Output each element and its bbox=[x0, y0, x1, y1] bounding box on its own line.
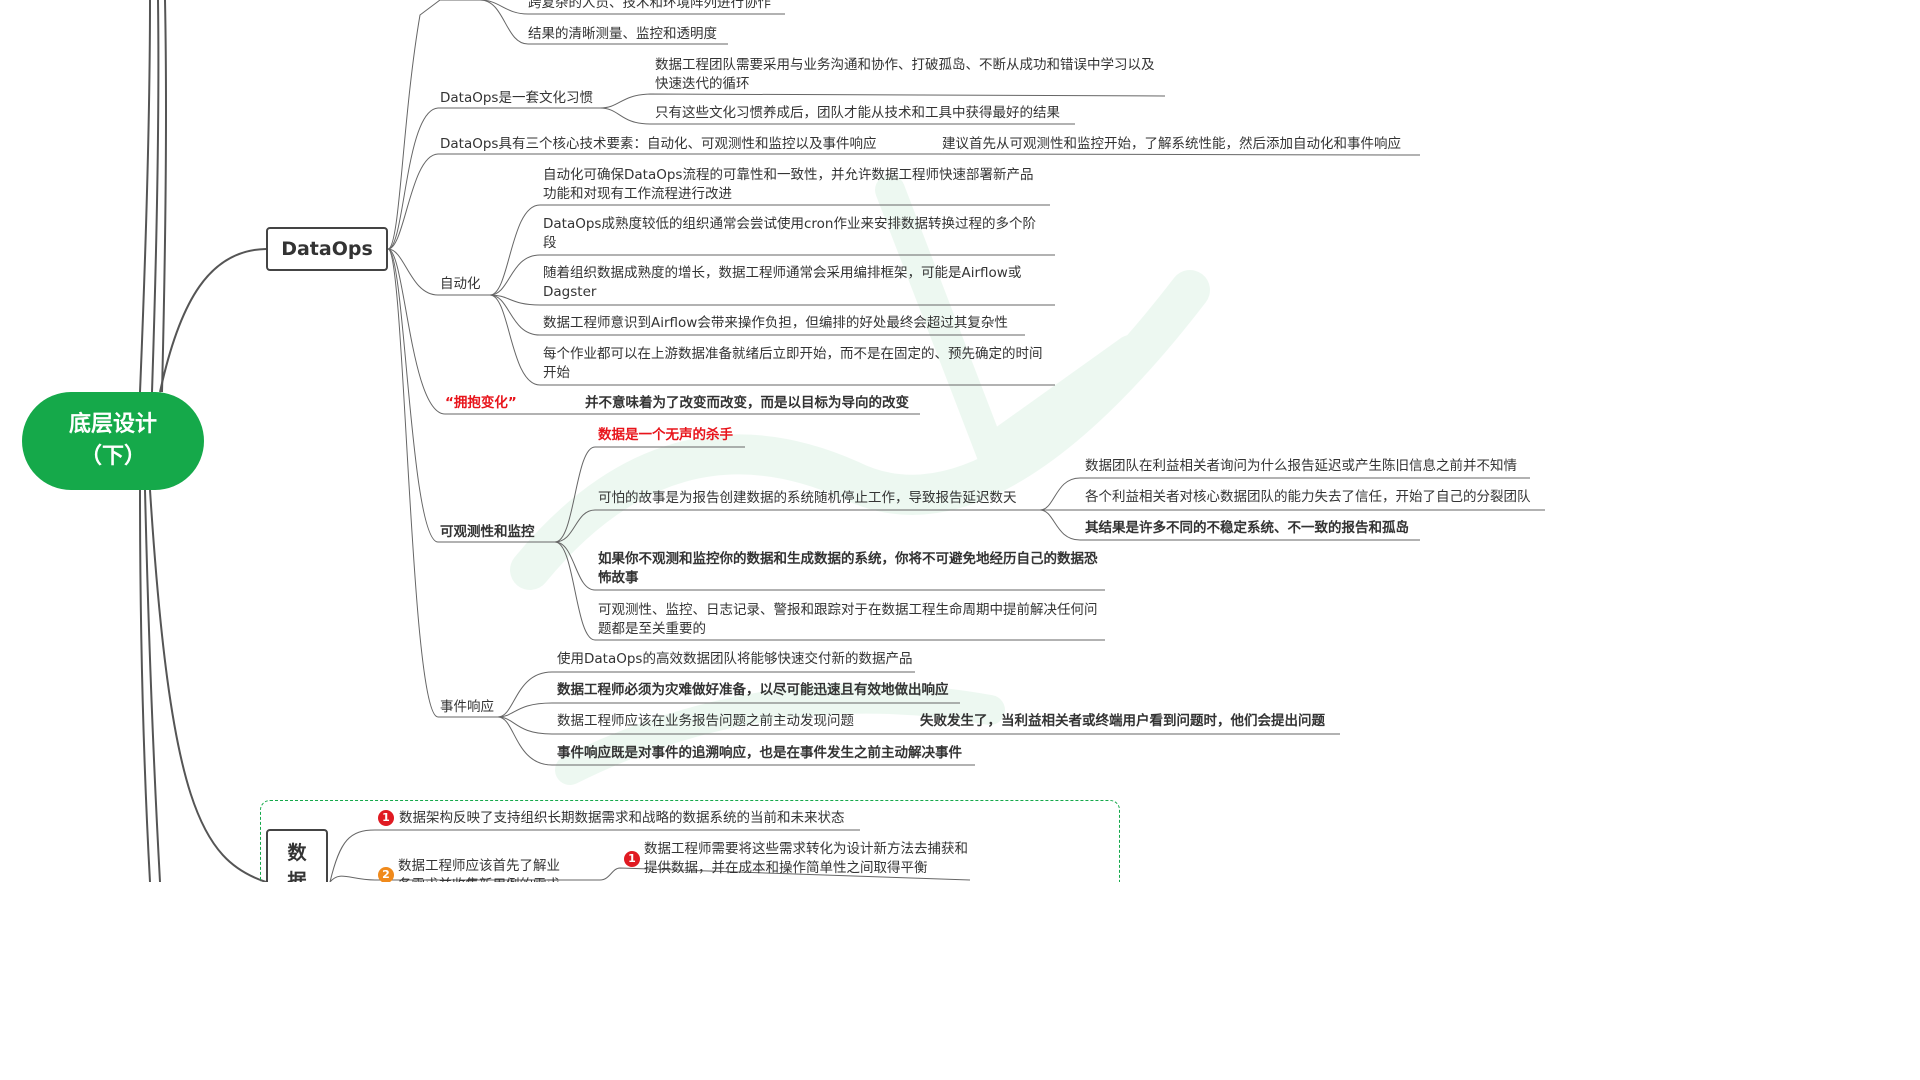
incident-leaf-4: 事件响应既是对事件的追溯响应，也是在事件发生之前主动解决事件 bbox=[557, 745, 962, 761]
data-architecture-node[interactable]: 数 据 bbox=[266, 829, 328, 882]
incident-response-label[interactable]: 事件响应 bbox=[440, 699, 494, 715]
collab-leaf: 跨复杂的人员、技术和环境阵列进行协作 bbox=[528, 0, 771, 11]
number-1-icon: 1 bbox=[624, 851, 640, 867]
automation-leaf-5: 每个作业都可以在上游数据准备就绪后立即开始，而不是在固定的、预先确定的时间开始 bbox=[543, 346, 1043, 381]
root-title-line2: （下） bbox=[79, 444, 146, 469]
incident-leaf-2: 数据工程师必须为灾难做好准备，以尽可能迅速且有效地做出响应 bbox=[557, 682, 949, 698]
data-node-line1: 数 bbox=[287, 842, 307, 864]
architecture-sub-1-text: 数据工程师需要将这些需求转化为设计新方法去捕获和提供数据，并在成本和操作简单性之… bbox=[644, 841, 968, 876]
architecture-leaf-2: 2 数据工程师应该首先了解业务需求并收集新用例的需求 bbox=[378, 857, 573, 882]
number-1-icon: 1 bbox=[378, 810, 394, 826]
dataops-node[interactable]: DataOps bbox=[266, 227, 388, 271]
embrace-change-leaf: 并不意味着为了改变而改变，而是以目标为导向的改变 bbox=[585, 395, 909, 411]
architecture-leaf-1: 1 数据架构反映了支持组织长期数据需求和战略的数据系统的当前和未来状态 bbox=[378, 809, 845, 828]
observability-leaf-1: 数据是一个无声的杀手 bbox=[598, 427, 733, 443]
embrace-change-label[interactable]: “拥抱变化” bbox=[445, 395, 517, 411]
observability-leaf-4: 可观测性、监控、日志记录、警报和跟踪对于在数据工程生命周期中提前解决任何问题都是… bbox=[598, 602, 1098, 637]
culture-label[interactable]: DataOps是一套文化习惯 bbox=[440, 90, 593, 106]
observability-sub-1: 数据团队在利益相关者询问为什么报告延迟或产生陈旧信息之前并不知情 bbox=[1085, 458, 1517, 474]
automation-leaf-2: DataOps成熟度较低的组织通常会尝试使用cron作业来安排数据转换过程的多个… bbox=[543, 216, 1036, 251]
incident-leaf-1: 使用DataOps的高效数据团队将能够快速交付新的数据产品 bbox=[557, 651, 913, 667]
observability-leaf-3: 如果你不观测和监控你的数据和生成数据的系统，你将不可避免地经历自己的数据恐怖故事 bbox=[598, 551, 1098, 586]
root-title-line1: 底层设计 bbox=[68, 412, 157, 437]
culture-leaf-1: 数据工程团队需要采用与业务沟通和协作、打破孤岛、不断从成功和错误中学习以及快速迭… bbox=[655, 57, 1155, 92]
core-advice-leaf: 建议首先从可观测性和监控开始，了解系统性能，然后添加自动化和事件响应 bbox=[942, 136, 1401, 152]
observability-leaf-2: 可怕的故事是为报告创建数据的系统随机停止工作，导致报告延迟数天 bbox=[598, 490, 1017, 506]
number-2-icon: 2 bbox=[378, 867, 394, 882]
automation-leaf-1: 自动化可确保DataOps流程的可靠性和一致性，并允许数据工程师快速部署新产品功… bbox=[543, 167, 1034, 202]
data-node-line2: 据 bbox=[287, 870, 307, 882]
incident-leaf-3: 数据工程师应该在业务报告问题之前主动发现问题 bbox=[557, 713, 854, 729]
architecture-summary-frame bbox=[260, 800, 1120, 882]
measurement-leaf: 结果的清晰测量、监控和透明度 bbox=[528, 26, 717, 42]
observability-sub-2: 各个利益相关者对核心数据团队的能力失去了信任，开始了自己的分裂团队 bbox=[1085, 489, 1531, 505]
observability-label[interactable]: 可观测性和监控 bbox=[440, 524, 535, 540]
core-elements-label[interactable]: DataOps具有三个核心技术要素：自动化、可观测性和监控以及事件响应 bbox=[440, 136, 877, 152]
architecture-leaf-2-text: 数据工程师应该首先了解业务需求并收集新用例的需求 bbox=[398, 858, 560, 882]
automation-leaf-3: 随着组织数据成熟度的增长，数据工程师通常会采用编排框架，可能是Airflow或D… bbox=[543, 265, 1022, 300]
connector-lines bbox=[139, 0, 1545, 882]
architecture-leaf-1-text: 数据架构反映了支持组织长期数据需求和战略的数据系统的当前和未来状态 bbox=[399, 810, 845, 826]
automation-leaf-4: 数据工程师意识到Airflow会带来操作负担，但编排的好处最终会超过其复杂性 bbox=[543, 315, 1008, 331]
root-node[interactable]: 底层设计 （下） bbox=[22, 392, 204, 490]
incident-sub-1: 失败发生了，当利益相关者或终端用户看到问题时，他们会提出问题 bbox=[920, 713, 1325, 729]
automation-label[interactable]: 自动化 bbox=[440, 276, 481, 292]
observability-sub-3: 其结果是许多不同的不稳定系统、不一致的报告和孤岛 bbox=[1085, 520, 1409, 536]
culture-leaf-2: 只有这些文化习惯养成后，团队才能从技术和工具中获得最好的结果 bbox=[655, 105, 1060, 121]
mindmap-canvas: 底层设计 （下） DataOps 跨复杂的人员、技术和环境阵列进行协作 结果的清… bbox=[22, 0, 1545, 882]
